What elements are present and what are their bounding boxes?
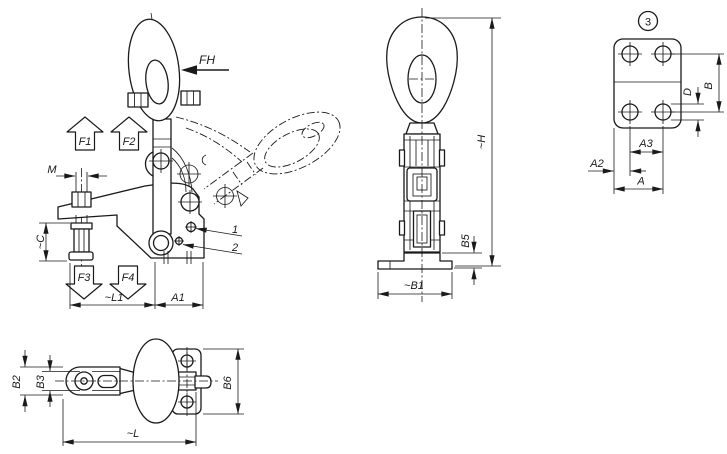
label-b2: B2 — [11, 375, 23, 388]
dim-m: M — [47, 164, 107, 179]
dim-b3: B3 — [35, 355, 80, 407]
lower-pivot-pin — [152, 234, 170, 252]
label-b3: B3 — [35, 374, 47, 388]
dim-h: ~H — [425, 17, 501, 267]
label-a1: A1 — [170, 292, 184, 304]
spindle-body — [73, 228, 90, 253]
label-a3: A3 — [638, 138, 653, 150]
label-a2: A2 — [589, 158, 603, 170]
label-fh: FH — [199, 53, 215, 67]
top-view: B2 B3 B6 ~L — [11, 338, 244, 446]
label-b6: B6 — [222, 375, 234, 389]
dim-l: ~L — [62, 392, 197, 446]
dim-b1: ~B1 — [377, 272, 453, 299]
item-callout-circle — [637, 10, 659, 32]
knob-nut-right — [180, 90, 201, 106]
dim-b5: B5 — [442, 233, 482, 285]
lever-bump — [144, 151, 154, 177]
label-f3: F3 — [78, 272, 92, 284]
side-tab — [438, 220, 446, 236]
side-tab — [398, 220, 406, 236]
knob-nut-left — [127, 92, 149, 108]
clamp-lever — [152, 118, 172, 235]
holding-force-arrow: FH — [181, 53, 229, 75]
dim-b6: B6 — [203, 348, 244, 415]
force-arrow-f4 — [109, 265, 147, 300]
dim-c: ~C — [35, 222, 70, 262]
spindle-nut — [71, 191, 92, 208]
arm-slot — [97, 374, 118, 389]
dim-b2: B2 — [11, 350, 63, 412]
lower-pivot-eye — [148, 230, 174, 256]
toggle-link — [171, 157, 187, 193]
front-knob-inner — [407, 54, 437, 104]
front-view: ~H B5 ~B1 — [377, 8, 501, 302]
dim-a-group: A3 A2 A — [588, 126, 664, 194]
label-l: ~L — [127, 428, 140, 440]
force-arrow-f2 — [110, 116, 148, 151]
plate-holes — [618, 42, 675, 124]
toggle-link — [171, 147, 193, 193]
dim-d: D — [671, 87, 704, 137]
item-callout-3: 3 — [645, 17, 651, 29]
force-arrows: F1 F2 F3 F4 — [65, 116, 148, 300]
label-d: D — [682, 88, 694, 96]
side-tab — [438, 149, 446, 167]
phantom-knob — [253, 111, 341, 175]
label-l1: ~L1 — [105, 292, 124, 304]
force-arrow-f1 — [66, 116, 104, 151]
label-b1: ~B1 — [404, 280, 424, 292]
label-m: M — [47, 164, 57, 176]
callout-2: 2 — [231, 242, 238, 254]
side-tab — [398, 149, 406, 167]
label-f2: F2 — [123, 136, 136, 148]
spindle-pad — [68, 251, 94, 261]
force-arrow-f3 — [65, 265, 103, 300]
label-c: ~C — [35, 235, 47, 249]
label-f4: F4 — [122, 272, 135, 284]
dim-l1-a1: ~L1 A1 — [69, 262, 204, 309]
top-spindle-end — [194, 375, 212, 389]
label-a: A — [636, 176, 644, 188]
label-h: ~H — [476, 135, 488, 149]
mounting-foot — [377, 252, 453, 270]
mounting-plate-view: 3 B D — [588, 10, 724, 194]
handle-knob-inner — [145, 59, 169, 105]
side-view: FH F1 F2 F3 F4 M ~C — [35, 12, 341, 309]
callout-leaders: 1 2 — [182, 224, 243, 255]
label-b: B — [703, 82, 715, 89]
spindle-flange — [70, 222, 93, 230]
phantom-open-position — [175, 111, 341, 208]
dim-b: B — [671, 53, 724, 113]
label-b5: B5 — [460, 233, 472, 247]
fh-arrowhead — [181, 65, 197, 75]
callout-1: 1 — [232, 224, 238, 236]
label-f1: F1 — [79, 136, 92, 148]
